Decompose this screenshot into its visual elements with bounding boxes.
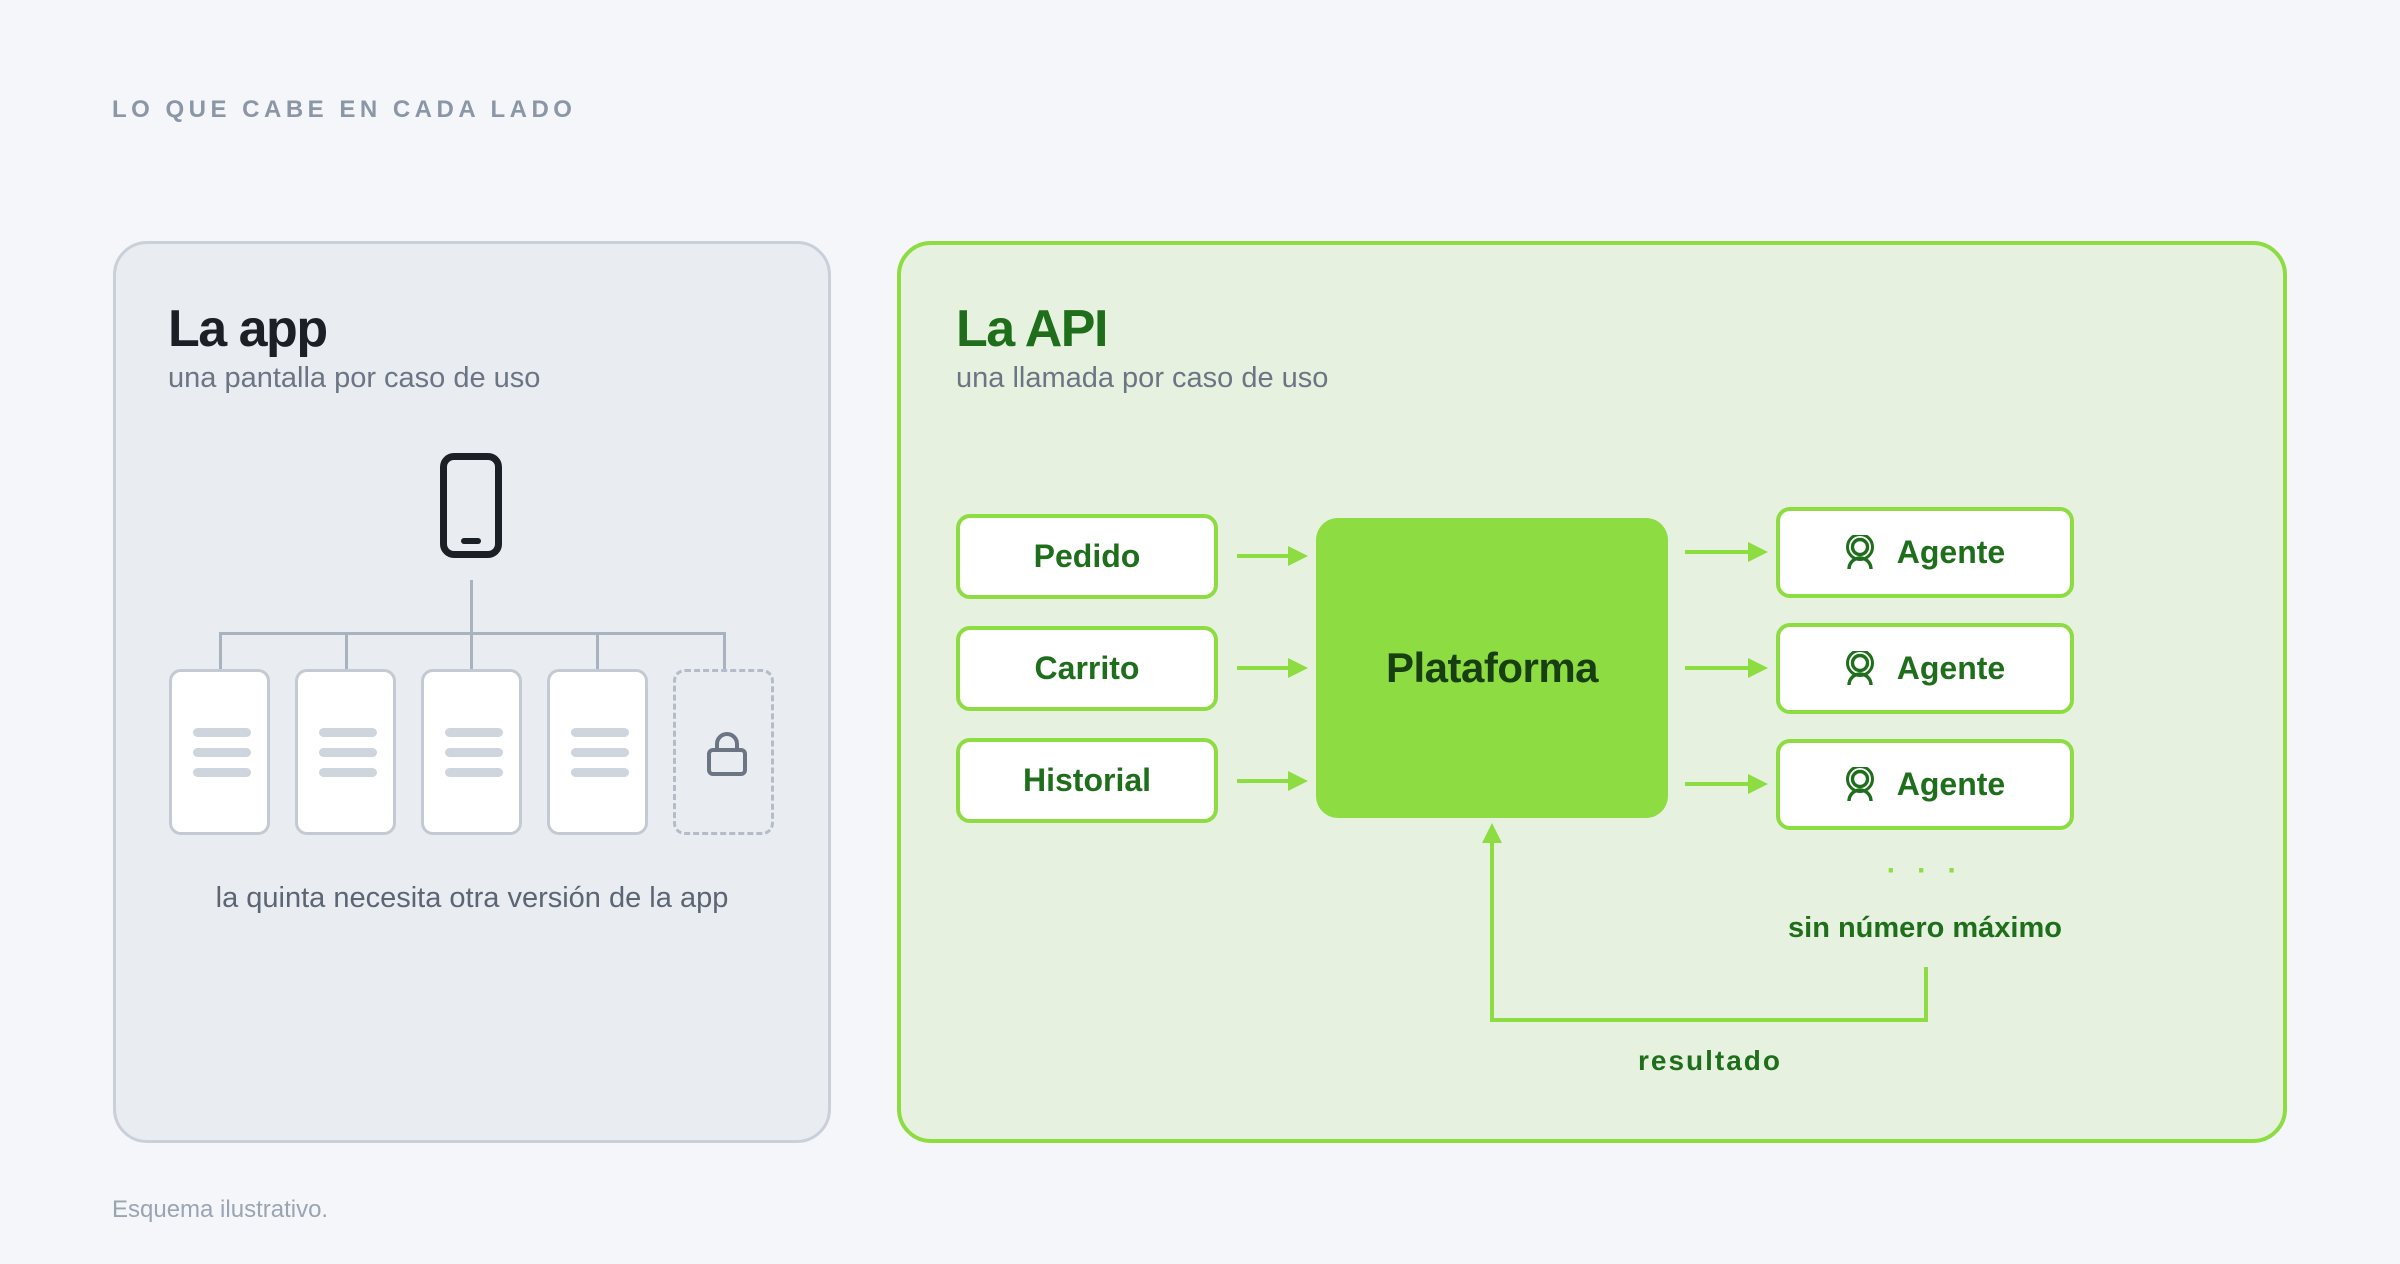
tree-drop-line	[723, 632, 726, 669]
person-icon	[1845, 534, 1875, 571]
footnote: Esquema ilustrativo.	[112, 1196, 329, 1223]
app-screen	[295, 669, 396, 835]
person-icon	[1845, 766, 1875, 803]
agent-label: Agente	[1896, 766, 2006, 802]
agent-box: Agente	[1776, 623, 2074, 714]
agents-caption: sin número máximo	[1788, 912, 2062, 944]
app-panel-title: La app	[168, 300, 328, 358]
input-pedido: Pedido	[956, 514, 1218, 599]
tree-drop-line	[596, 632, 599, 669]
input-carrito: Carrito	[956, 626, 1218, 711]
input-historial: Historial	[956, 738, 1218, 823]
platform-hub: Plataforma	[1316, 518, 1668, 818]
person-icon	[1845, 650, 1875, 687]
smartphone-icon	[440, 453, 502, 558]
api-panel-subtitle: una llamada por caso de uso	[956, 362, 1329, 394]
tree-trunk-line	[470, 580, 473, 634]
loop-label: resultado	[1637, 1045, 1783, 1076]
app-screen	[421, 669, 522, 835]
app-caption: la quinta necesita otra versión de la ap…	[215, 882, 729, 914]
more-agents-dots: · · ·	[1886, 854, 1964, 887]
agent-label: Agente	[1896, 650, 2006, 686]
app-screen	[547, 669, 648, 835]
tree-drop-line	[345, 632, 348, 669]
app-screen-locked	[673, 669, 774, 835]
app-panel-subtitle: una pantalla por caso de uso	[168, 362, 541, 394]
agent-label: Agente	[1896, 534, 2006, 570]
tree-drop-line	[470, 632, 473, 669]
agent-box: Agente	[1776, 739, 2074, 830]
tree-drop-line	[219, 632, 222, 669]
eyebrow-label: LO QUE CABE EN CADA LADO	[112, 96, 577, 123]
app-screen	[169, 669, 270, 835]
api-panel-title: La API	[956, 300, 1108, 358]
lock-icon	[707, 732, 747, 776]
agent-box: Agente	[1776, 507, 2074, 598]
